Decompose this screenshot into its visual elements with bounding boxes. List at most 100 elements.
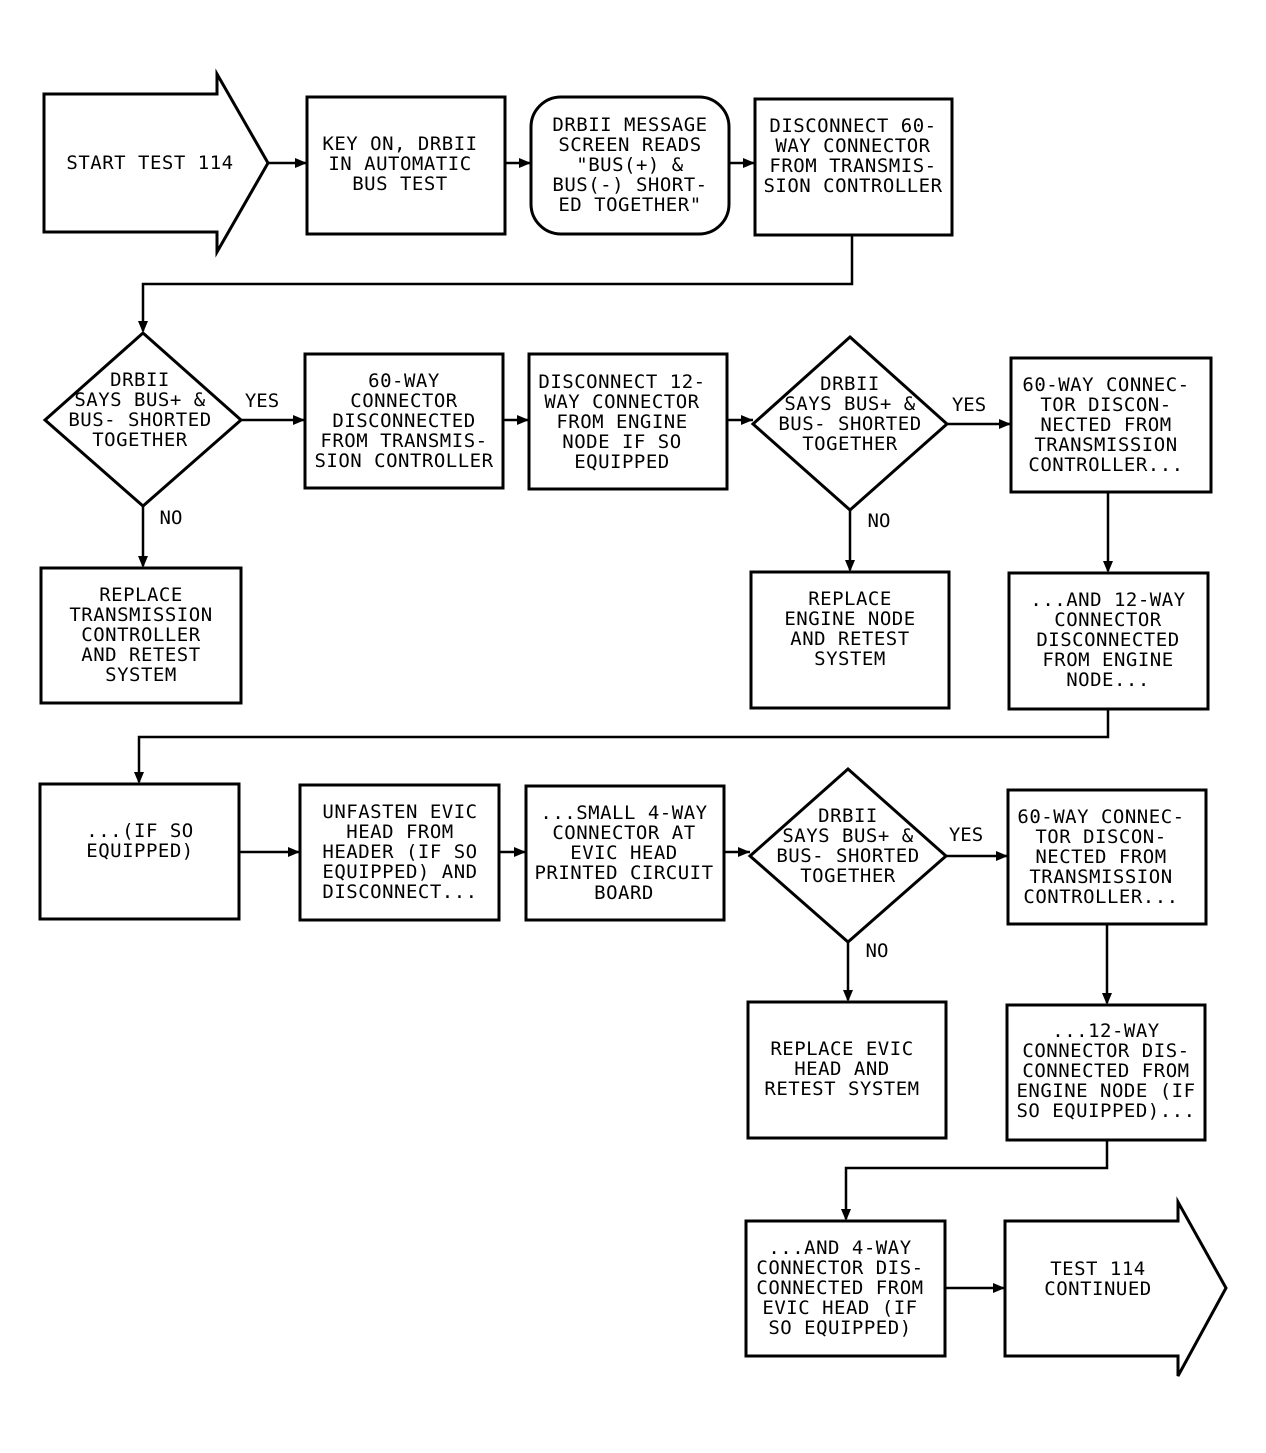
text-line: TOGETHER <box>800 865 896 887</box>
text-line: SYSTEM <box>105 664 177 686</box>
status-12-a-box <box>1007 571 1210 711</box>
continued-terminator <box>1003 1196 1228 1377</box>
arrowhead <box>999 419 1011 429</box>
arrowhead <box>845 560 855 572</box>
text-line: ENGINE NODE (IF <box>1016 1080 1195 1102</box>
status-4-b-box <box>744 1219 947 1358</box>
connector-status12b-status4b <box>844 1140 1109 1219</box>
text-line: TRANSMISSION <box>1029 866 1172 888</box>
text-line: DISCONNECT... <box>322 881 477 903</box>
text-line: 60-WAY CONNEC- <box>1017 806 1184 828</box>
status-60-a-box <box>1009 356 1213 494</box>
text-line: REPLACE <box>99 584 183 606</box>
arrowhead <box>1103 561 1113 573</box>
arrowhead <box>841 1209 851 1221</box>
text-line: WAY CONNECTOR <box>775 135 930 157</box>
replace-evic-box <box>746 1000 948 1140</box>
text-line: BUS(-) SHORT- <box>552 174 707 196</box>
arrowhead <box>134 772 144 784</box>
no-label: NO <box>868 510 891 532</box>
unfasten-box <box>298 783 501 922</box>
text-line: RETEST SYSTEM <box>764 1078 919 1100</box>
yes-label: YES <box>949 824 983 846</box>
text-line: TOR DISCON- <box>1040 394 1171 416</box>
text-line: DRBII <box>110 369 170 391</box>
text-line: ENGINE NODE <box>784 608 915 630</box>
text-line: CONNECTOR <box>350 390 458 412</box>
text-line: SO EQUIPPED) <box>768 1317 911 1339</box>
start-terminator <box>42 68 270 258</box>
connector-status12a-ifso <box>137 709 1110 782</box>
text-line: DRBII MESSAGE <box>552 114 707 136</box>
text-line: FROM TRANSMIS- <box>320 430 487 452</box>
text-line: WAY CONNECTOR <box>544 391 699 413</box>
text-line: SION CONTROLLER <box>763 175 942 197</box>
arrowhead <box>517 415 529 425</box>
arrowheads <box>134 158 1113 1293</box>
text-line: PRINTED CIRCUIT <box>534 862 713 884</box>
no-label: NO <box>866 940 889 962</box>
text-line: HEAD FROM <box>346 821 453 843</box>
text-line: BOARD <box>594 882 654 904</box>
replace-tc-box <box>39 566 243 705</box>
text-line: ...AND 4-WAY <box>768 1237 911 1259</box>
text-line: FROM TRANSMIS- <box>769 155 936 177</box>
text-line: ...(IF SO <box>86 820 193 842</box>
shapes <box>38 68 1228 1377</box>
status-60-b-box <box>1006 788 1208 926</box>
text-line: AND RETEST <box>790 628 909 650</box>
arrowhead <box>293 415 305 425</box>
text-line: TRANSMISSION <box>1034 434 1177 456</box>
text-line: SCREEN READS <box>558 134 701 156</box>
text-line: KEY ON, DRBII <box>322 133 477 155</box>
text-line: TOGETHER <box>802 433 898 455</box>
text-line: AND RETEST <box>81 644 200 666</box>
text-line: TRANSMISSION <box>69 604 212 626</box>
text-line: BUS- SHORTED <box>68 409 211 431</box>
text-line: NECTED FROM <box>1035 846 1166 868</box>
text-line: HEADER (IF SO <box>322 841 477 863</box>
text-line: REPLACE EVIC <box>770 1038 913 1060</box>
text-line: SAYS BUS+ & <box>784 393 915 415</box>
text-line: CONNECTOR DIS- <box>756 1257 923 1279</box>
text-line: DISCONNECT 60- <box>769 115 936 137</box>
text-line: SYSTEM <box>814 648 886 670</box>
text-line: EQUIPPED) AND <box>322 861 477 883</box>
text-line: EQUIPPED) <box>86 840 193 862</box>
message-box <box>529 95 731 236</box>
text-line: 60-WAY CONNEC- <box>1022 374 1189 396</box>
text-line: EVIC HEAD (IF <box>762 1297 917 1319</box>
text-line: DISCONNECTED <box>1036 629 1179 651</box>
arrowhead <box>843 990 853 1002</box>
text-line: TOGETHER <box>92 429 188 451</box>
if-so-box <box>38 782 241 921</box>
text-line: ...12-WAY <box>1052 1020 1160 1042</box>
disconnect-12-box <box>527 352 729 491</box>
text-line: FROM ENGINE <box>556 411 687 433</box>
text-line: IN AUTOMATIC <box>328 153 471 175</box>
text-line: SION CONTROLLER <box>314 450 493 472</box>
text-line: SAYS BUS+ & <box>782 825 913 847</box>
text-line: "BUS(+) & <box>576 154 684 176</box>
text-line: UNFASTEN EVIC <box>322 801 477 823</box>
arrowhead <box>743 158 755 168</box>
start-text: START TEST 114 <box>66 152 233 174</box>
text-line: CONTROLLER <box>81 624 200 646</box>
text-line: DISCONNECTED <box>332 410 475 432</box>
decision-1-diamond <box>42 330 244 508</box>
text-line: FROM ENGINE <box>1042 649 1173 671</box>
arrowhead <box>741 415 753 425</box>
replace-engine-box <box>749 570 951 710</box>
text-line: ...AND 12-WAY <box>1030 589 1185 611</box>
